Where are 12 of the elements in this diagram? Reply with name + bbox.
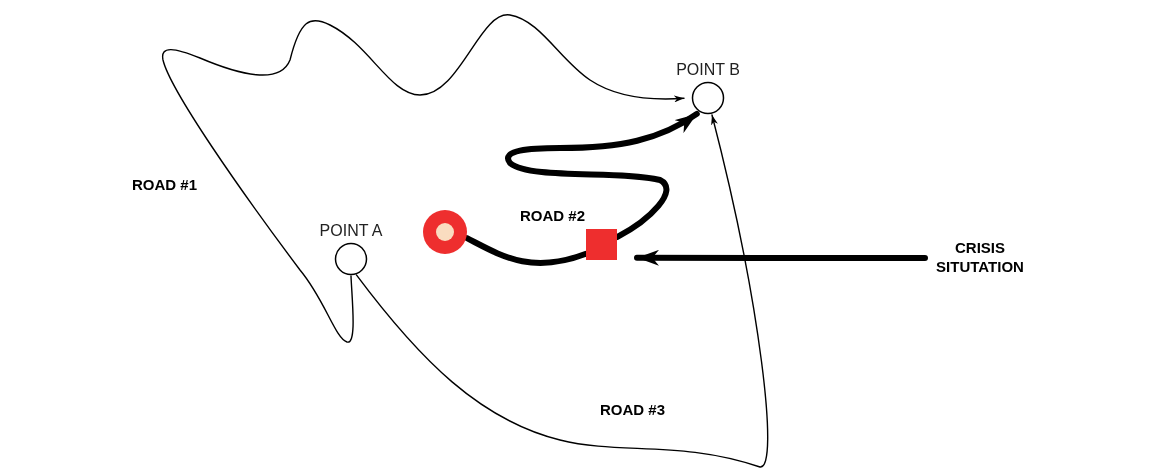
crisis-label: CRISIS SITUTATION bbox=[935, 238, 1025, 276]
road-arrow bbox=[161, 14, 685, 343]
point-label: POINT B bbox=[676, 61, 740, 79]
road-arrow bbox=[634, 249, 928, 266]
road-label: ROAD #2 bbox=[520, 207, 586, 224]
road-arrow bbox=[505, 110, 700, 241]
road-label: ROAD #1 bbox=[132, 176, 198, 193]
start-marker bbox=[423, 210, 467, 254]
road-arrow bbox=[355, 114, 769, 468]
crisis-marker bbox=[586, 229, 617, 260]
point-label: POINT A bbox=[319, 222, 383, 240]
road-label: ROAD #3 bbox=[600, 401, 666, 418]
